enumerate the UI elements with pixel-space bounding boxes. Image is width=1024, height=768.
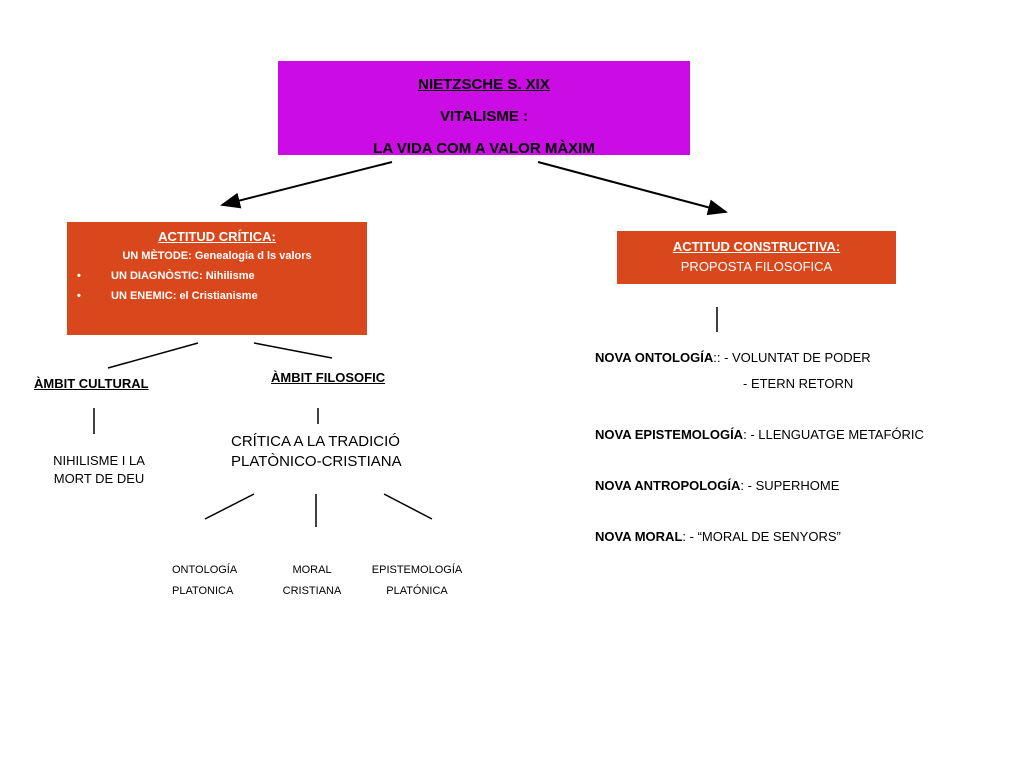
nova-epistemologia-head: NOVA EPISTEMOLOGÍA [595,427,744,442]
nihilisme-line2: MORT DE DEU [53,471,145,486]
nova-moral: NOVA MORAL: - “MORAL DE SENYORS” [595,529,841,544]
nova-moral-value: - “MORAL DE SENYORS” [689,529,841,544]
nova-antropologia-sep: : [740,478,748,493]
nova-ontologia-2: - ETERN RETORN [743,376,853,391]
main-title: NIETZSCHE S. XIX [418,76,550,93]
nova-ontologia-value: - VOLUNTAT DE PODER [724,350,871,365]
critica-tradicio-text: CRÍTICA A LA TRADICIÓ PLATÒNICO-CRISTIAN… [231,432,402,472]
ontologia-line2: PLATONICA [172,585,234,597]
ontologia-line1: ONTOLOGÍA [172,564,238,576]
line-to-ontologia [204,493,255,520]
nova-antropologia: NOVA ANTROPOLOGÍA: - SUPERHOME [595,478,839,493]
nova-etern-retorn: - ETERN RETORN [743,376,854,391]
actitud-constructiva-box: ACTITUD CONSTRUCTIVA: PROPOSTA FILOSOFIC… [617,231,896,284]
item-ontologia: ONTOLOGÍA PLATONICA [172,560,237,602]
nova-ontologia: NOVA ONTOLOGÍA:: - VOLUNTAT DE PODER [595,350,871,365]
nova-epistemologia: NOVA EPISTEMOLOGÍA: - LLENGUATGE METAFÓR… [595,427,924,442]
epistemologia-line1: EPISTEMOLOGÍA [371,564,463,576]
nihilisme-text: NIHILISME I LA MORT DE DEU [40,452,158,488]
ambit-cultural-label: ÀMBIT CULTURAL [34,376,149,391]
line-to-epistemologia [383,493,433,520]
item-epistemologia: EPISTEMOLOGÍA PLATÓNICA [366,560,468,602]
critica-list: UN DIAGNÒSTIC: Nihilisme UN ENEMIC: el C… [67,266,367,306]
nova-epistemologia-value: - LLENGUATGE METAFÓRIC [750,427,924,442]
main-vitalisme: VITALISME : [439,108,529,125]
line-to-ambit-cultural [107,342,199,369]
nova-moral-head: NOVA MORAL [595,529,683,544]
nihilisme-line1: NIHILISME I LA [53,453,145,468]
nova-moral-sep: : [682,529,690,544]
constructiva-title: ACTITUD CONSTRUCTIVA: [672,239,841,254]
nova-antropologia-head: NOVA ANTROPOLOGÍA [595,478,741,493]
moral-line1: MORAL [292,564,332,576]
constructiva-subtitle: PROPOSTA FILOSOFICA [680,259,833,274]
ambit-filosofic-label: ÀMBIT FILOSOFIC [271,370,386,385]
moral-line2: CRISTIANA [282,585,342,597]
actitud-critica-box: ACTITUD CRÍTICA: UN MÈTODE: Genealogia d… [67,222,367,335]
item-moral: MORAL CRISTIANA [270,560,354,602]
nietzsche-main-box: NIETZSCHE S. XIX VITALISME : LA VIDA COM… [278,61,690,157]
nova-epistemologia-sep: : [743,427,751,442]
epistemologia-line2: PLATÓNICA [386,585,448,597]
critica-tradicio-line2: PLATÒNICO-CRISTIANA [231,453,402,470]
arrow-to-critica [220,161,393,209]
nova-ontologia-head: NOVA ONTOLOGÍA [595,350,714,365]
nova-antropologia-value: - SUPERHOME [747,478,840,493]
arrow-to-constructiva [537,161,728,216]
line-to-ambit-filosofic [253,342,333,359]
nova-ontologia-sep: :: [713,350,725,365]
main-vida-valor: LA VIDA COM A VALOR MÀXIM [373,140,595,157]
critica-enemic: UN ENEMIC: el Cristianisme [67,286,367,306]
critica-tradicio-line1: CRÍTICA A LA TRADICIÓ [231,433,400,450]
critica-metode: UN MÈTODE: Genealogia d ls valors [122,250,312,262]
critica-diagnostic: UN DIAGNÒSTIC: Nihilisme [67,266,367,286]
critica-title: ACTITUD CRÍTICA: [158,229,276,244]
